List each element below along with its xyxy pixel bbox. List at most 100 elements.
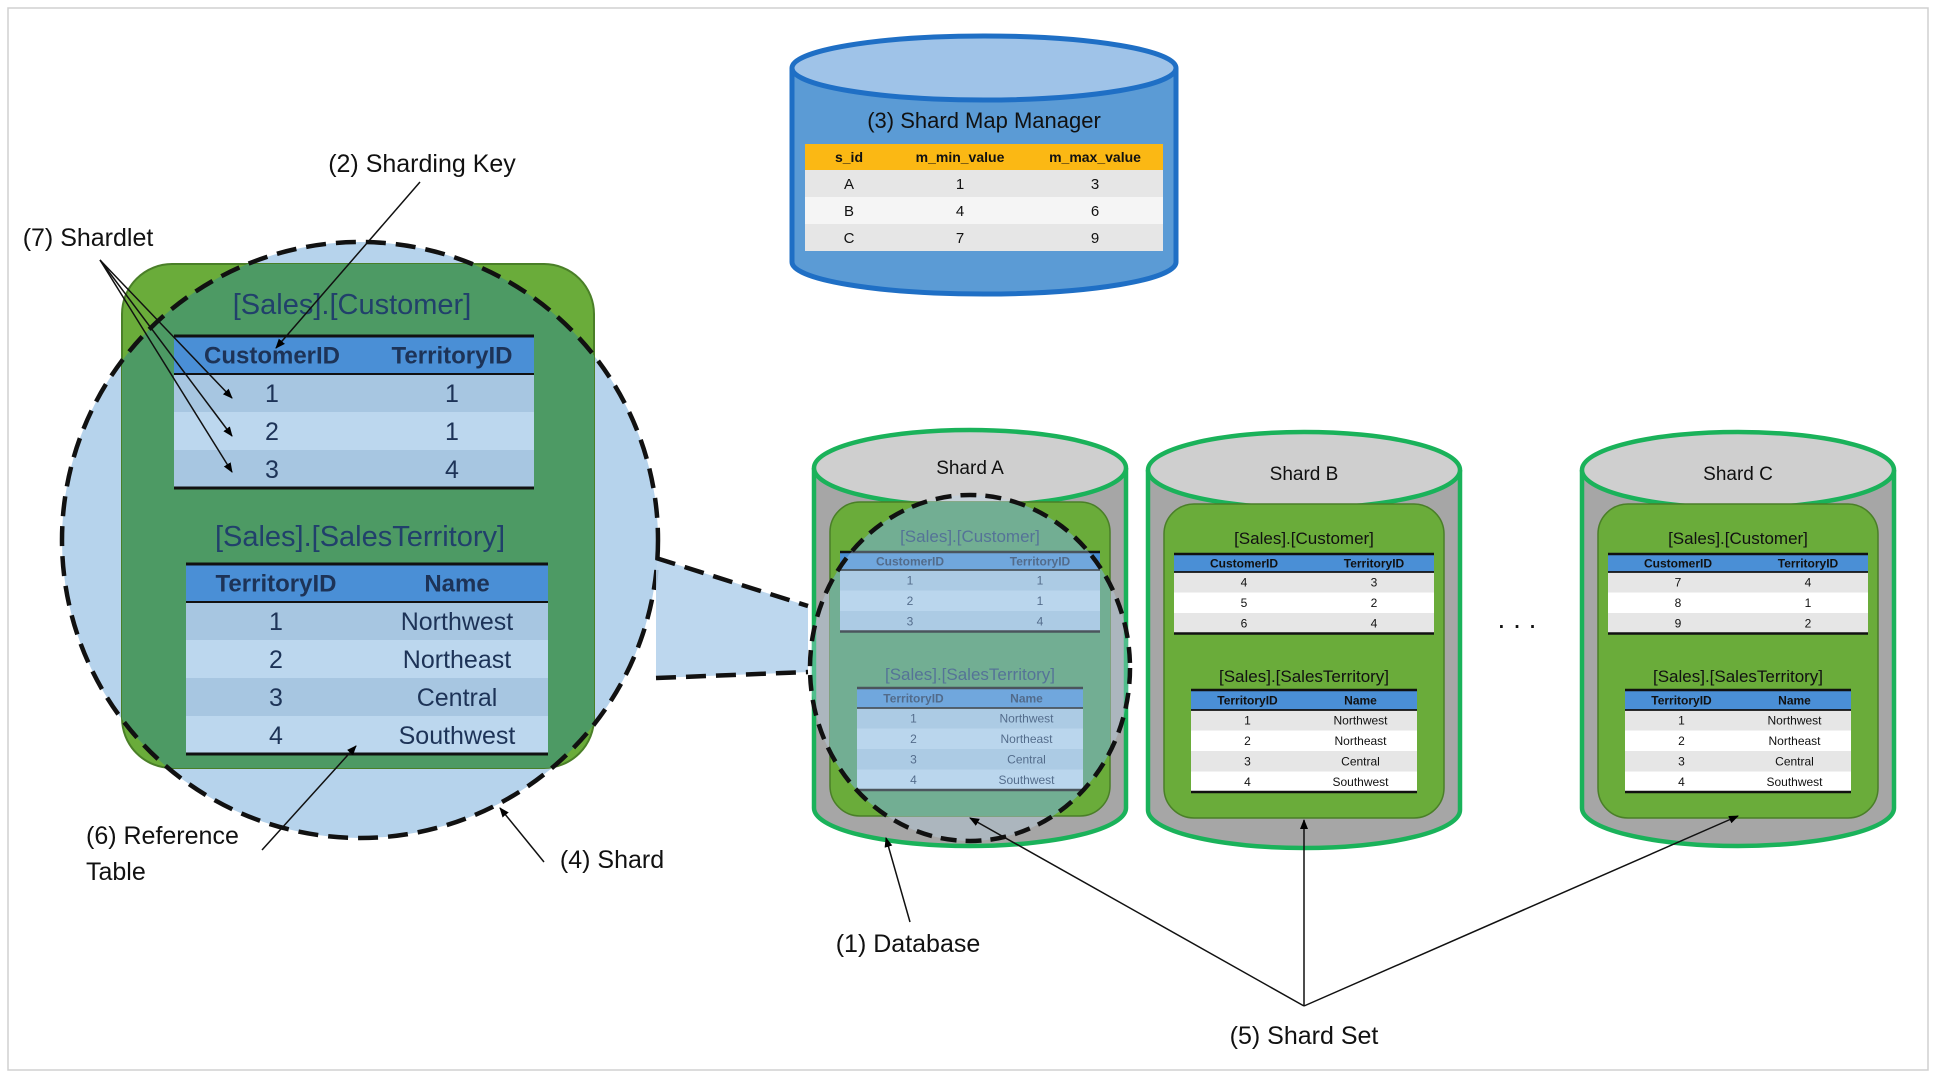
table-row [186, 640, 548, 678]
table-row [1191, 771, 1417, 792]
table-cell: Northwest [1333, 714, 1388, 728]
table-row [186, 602, 548, 640]
table-cell: 1 [1805, 596, 1812, 610]
table-header-cell: TerritoryID [883, 691, 944, 705]
table-header-cell: CustomerID [1644, 556, 1712, 570]
arrow-shard-set-a [969, 817, 1305, 1007]
table-header-cell: CustomerID [204, 343, 340, 370]
table-row [1174, 572, 1434, 593]
table-header-cell: Name [1778, 693, 1811, 707]
table-cell: C [844, 230, 855, 247]
zoom-customer-title: [Sales].[Customer] [233, 289, 472, 321]
table-row [857, 708, 1083, 729]
table-cell: 5 [1241, 596, 1248, 610]
table-cell: Central [417, 684, 498, 712]
label-database: (1) Database [836, 930, 981, 958]
table-cell: A [844, 176, 854, 193]
customer-table-title: [Sales].[Customer] [1668, 529, 1808, 548]
territory-table-title: [Sales].[SalesTerritory] [885, 665, 1055, 684]
zoom-territory-title: [Sales].[SalesTerritory] [215, 521, 505, 553]
label-reference-table-line2: Table [86, 858, 146, 886]
table-header-cell: TerritoryID [392, 343, 513, 370]
table-row [174, 412, 534, 450]
table-header-bg [186, 564, 548, 602]
arrow-database [884, 837, 911, 923]
zoom-projection-top-edge [655, 555, 809, 609]
table-cell: 1 [1037, 574, 1044, 588]
table-cell: Northeast [1334, 734, 1387, 748]
table-cell: Northwest [401, 608, 514, 636]
table-cell: Central [1007, 753, 1046, 767]
customer-table-title: [Sales].[Customer] [1234, 529, 1374, 548]
table-header-bg [1608, 554, 1868, 572]
table-cell: 9 [1675, 617, 1682, 631]
territory-table-title: [Sales].[SalesTerritory] [1219, 667, 1389, 686]
table-cell: 3 [1678, 755, 1685, 769]
table-row [174, 374, 534, 412]
label-reference-table-line1: (6) Reference [86, 822, 239, 850]
table-header-bg [840, 552, 1100, 570]
table-cell: 1 [445, 380, 459, 408]
table-cell: 4 [1244, 775, 1251, 789]
arrow-shardlet-3 [99, 259, 233, 473]
table-header-bg [1174, 554, 1434, 572]
table-cell: 1 [1678, 714, 1685, 728]
smm-cylinder-top [789, 33, 1179, 103]
table-header-cell: TerritoryID [1344, 556, 1405, 570]
label-sharding-key: (2) Sharding Key [328, 150, 516, 178]
arrow-shardlet-2 [99, 259, 233, 437]
table-row [805, 170, 1163, 197]
zoom-circle-outline [59, 239, 661, 841]
table-row [857, 749, 1083, 770]
table-cell: 2 [1371, 596, 1378, 610]
table-cell: 1 [269, 608, 283, 636]
table-cell: 3 [910, 753, 917, 767]
arrow-shard [499, 807, 545, 863]
table-header-bg [1191, 690, 1417, 710]
label-shard: (4) Shard [560, 846, 664, 874]
territory-table-title: [Sales].[SalesTerritory] [1653, 667, 1823, 686]
table-cell: 2 [907, 594, 914, 608]
zoom-projection-bottom-edge [655, 669, 809, 681]
table-cell: Central [1341, 755, 1380, 769]
table-cell: 1 [907, 574, 914, 588]
table-cell: 3 [269, 684, 283, 712]
table-header-cell: m_max_value [1049, 149, 1141, 165]
table-cell: 1 [910, 712, 917, 726]
table-row [1174, 592, 1434, 613]
table-cell: 2 [269, 646, 283, 674]
table-cell: Northeast [1768, 734, 1821, 748]
table-cell: 4 [1371, 617, 1378, 631]
table-cell: Northwest [999, 712, 1054, 726]
ellipsis: . . . [1498, 603, 1537, 634]
table-cell: Southwest [1332, 775, 1389, 789]
arrow-reference-table [261, 745, 357, 851]
table-cell: 2 [265, 418, 279, 446]
table-cell: 4 [1805, 576, 1812, 590]
table-cell: 9 [1091, 230, 1099, 247]
table-cell: 7 [956, 230, 964, 247]
table-cell: B [844, 203, 854, 220]
zoomed-shard: [Sales].[Customer] CustomerID TerritoryID… [59, 239, 661, 841]
table-cell: 4 [1241, 576, 1248, 590]
table-cell: Southwest [399, 722, 516, 750]
table-row [174, 450, 534, 488]
table-cell: 2 [1805, 617, 1812, 631]
table-header-bg [857, 688, 1083, 708]
table-cell: Southwest [998, 773, 1055, 787]
table-header-cell: CustomerID [1210, 556, 1278, 570]
table-cell: 3 [1371, 576, 1378, 590]
table-cell: 4 [445, 456, 459, 484]
shard-a-highlight-circle [807, 492, 1133, 844]
label-shard-set: (5) Shard Set [1230, 1022, 1379, 1050]
table-row [1608, 613, 1868, 634]
table-cell: 6 [1241, 617, 1248, 631]
